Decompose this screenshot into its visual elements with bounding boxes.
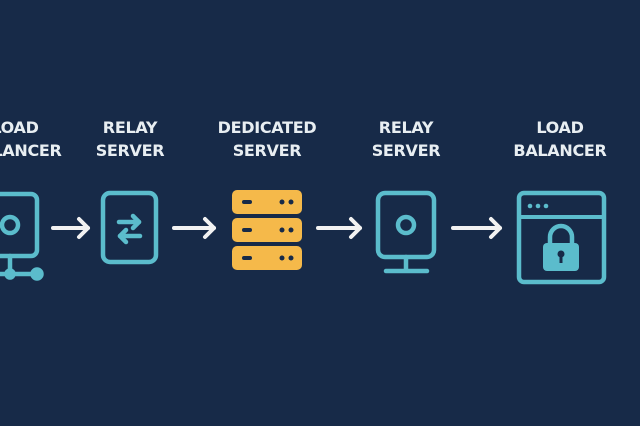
node-label-dedicated-server: DEDICATED SERVER (197, 116, 337, 162)
monitor-icon (375, 190, 437, 274)
label-line: LOAD (0, 118, 39, 137)
node-label-relay-server-2: RELAY SERVER (336, 116, 476, 162)
monitor-network-icon (0, 191, 44, 281)
label-line: BALANCER (0, 141, 62, 160)
label-line: LOAD (536, 118, 584, 137)
node-label-relay-server-1: RELAY SERVER (60, 116, 200, 162)
browser-lock-icon (516, 190, 607, 285)
label-line: SERVER (95, 141, 165, 160)
arrow-right-icon (172, 217, 216, 239)
arrow-right-icon (51, 217, 90, 239)
label-line: DEDICATED (217, 118, 317, 137)
swap-arrows-icon (100, 190, 159, 265)
label-line: RELAY (378, 118, 434, 137)
label-line: RELAY (102, 118, 158, 137)
server-stack-icon (232, 190, 302, 270)
label-line: SERVER (371, 141, 441, 160)
label-line: SERVER (232, 141, 302, 160)
label-line: BALANCER (513, 141, 607, 160)
node-label-load-balancer-left: LOAD BALANCER (0, 116, 85, 162)
arrow-right-icon (316, 217, 362, 239)
arrow-right-icon (451, 217, 502, 239)
node-label-load-balancer-right: LOAD BALANCER (490, 116, 630, 162)
